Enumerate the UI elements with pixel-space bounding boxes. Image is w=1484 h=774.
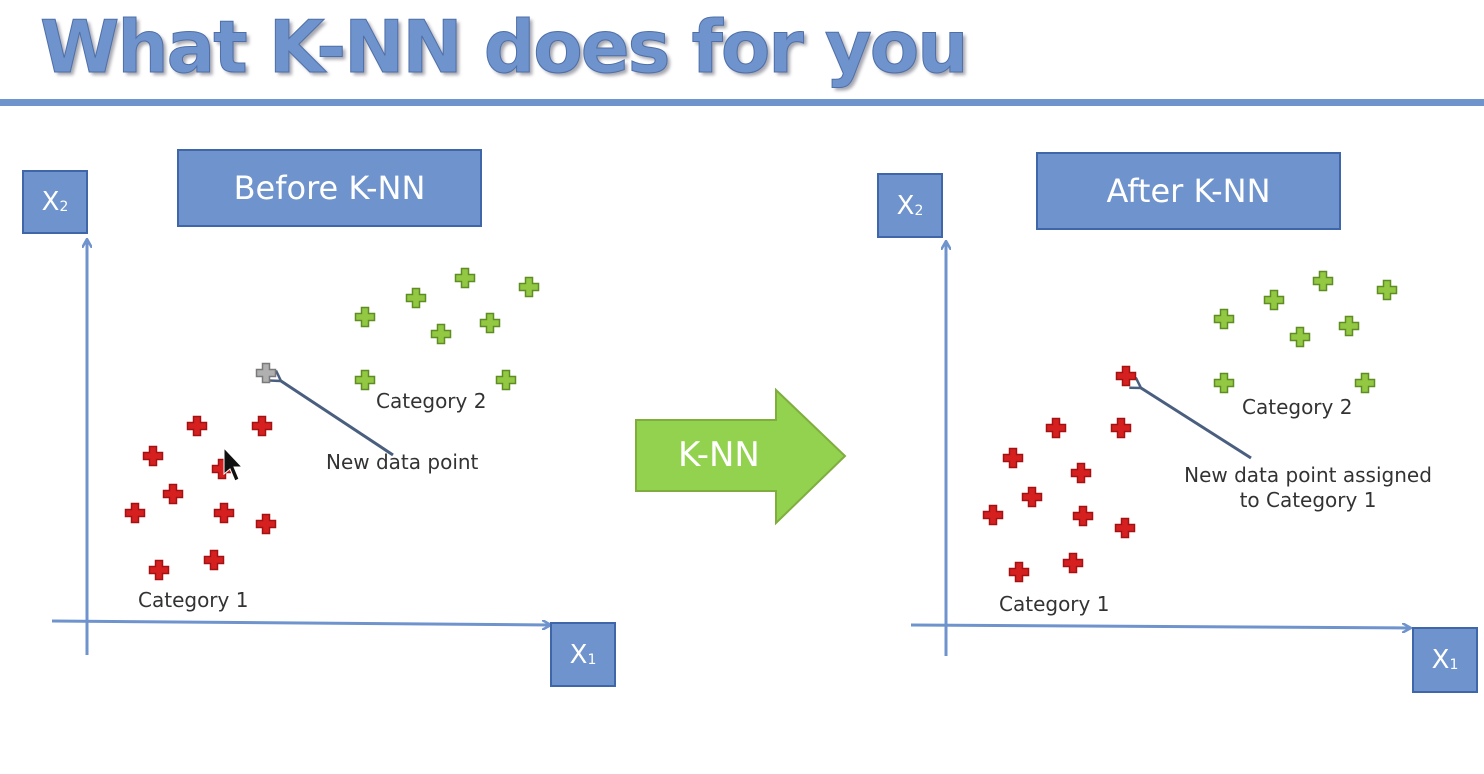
category2-point <box>518 276 540 298</box>
before-knn-header-text: Before K-NN <box>233 169 426 207</box>
category1-point <box>203 549 225 571</box>
category2-point <box>354 306 376 328</box>
category2-point <box>1312 270 1334 292</box>
new-data-point <box>255 362 277 384</box>
category1-point <box>1070 462 1092 484</box>
category1-point <box>186 415 208 437</box>
category1-point <box>1021 486 1043 508</box>
before-points <box>124 267 540 581</box>
title-divider <box>0 99 1484 106</box>
category1-point <box>1008 561 1030 583</box>
after-y-axis-sub: 2 <box>914 202 924 219</box>
category1-point <box>1072 505 1094 527</box>
category2-point <box>1263 289 1285 311</box>
category1-point <box>1045 417 1067 439</box>
after-x-axis-main: X <box>1431 645 1450 675</box>
category2-point <box>1289 326 1311 348</box>
after-category2-label: Category 2 <box>1242 395 1353 419</box>
after-axes <box>910 242 1410 656</box>
before-x-axis <box>51 619 550 625</box>
category2-point <box>1376 279 1398 301</box>
after-x-axis-sub: 1 <box>1449 657 1459 673</box>
category1-point <box>1062 552 1084 574</box>
category2-point <box>354 369 376 391</box>
knn-transform-arrow <box>635 387 847 526</box>
category1-point <box>148 559 170 581</box>
category1-point <box>1002 447 1024 469</box>
after-category1-label: Category 1 <box>999 592 1110 616</box>
category2-point <box>1338 315 1360 337</box>
category1-point <box>255 513 277 535</box>
mouse-cursor-icon <box>223 446 244 482</box>
category2-point <box>1213 308 1235 330</box>
after-new-point-pointer <box>1141 388 1252 460</box>
category1-point <box>213 502 235 524</box>
category1-point <box>162 483 184 505</box>
before-knn-header: Before K-NN <box>177 149 482 227</box>
category2-point <box>454 267 476 289</box>
before-x-axis-main: X <box>569 639 588 670</box>
before-y-axis-sub: 2 <box>59 199 69 215</box>
category2-point <box>405 287 427 309</box>
before-y-axis-main: X <box>41 187 60 217</box>
category1-point <box>124 502 146 524</box>
category1-point <box>982 504 1004 526</box>
after-knn-header-text: After K-NN <box>1106 172 1271 210</box>
before-new-point-pointer <box>281 381 394 457</box>
category2-point <box>479 312 501 334</box>
after-points <box>982 270 1398 583</box>
category2-point <box>495 369 517 391</box>
after-x-axis <box>910 625 1410 628</box>
after-annotation-line1: New data point assigned <box>1184 463 1432 487</box>
category1-point <box>1114 517 1136 539</box>
before-axes <box>51 240 550 655</box>
after-knn-header: After K-NN <box>1036 152 1341 230</box>
category2-point <box>1213 372 1235 394</box>
category2-point <box>1354 372 1376 394</box>
category2-point <box>430 323 452 345</box>
after-y-axis-main: X <box>896 190 915 221</box>
category1-point <box>1110 417 1132 439</box>
before-category1-label: Category 1 <box>138 588 249 612</box>
knn-arrow-label: K-NN <box>678 435 760 475</box>
slide-title: What K-NN does for you <box>40 5 970 90</box>
new-data-point-assigned <box>1115 365 1137 387</box>
after-annotation-line2: to Category 1 <box>1239 488 1377 512</box>
category1-point <box>251 415 273 437</box>
before-x-axis-sub: 1 <box>587 651 597 668</box>
after-annotation: New data point assigned to Category 1 <box>1180 463 1436 513</box>
before-new-data-point-label: New data point <box>326 450 479 474</box>
before-category2-label: Category 2 <box>376 389 487 413</box>
category1-point <box>142 445 164 467</box>
